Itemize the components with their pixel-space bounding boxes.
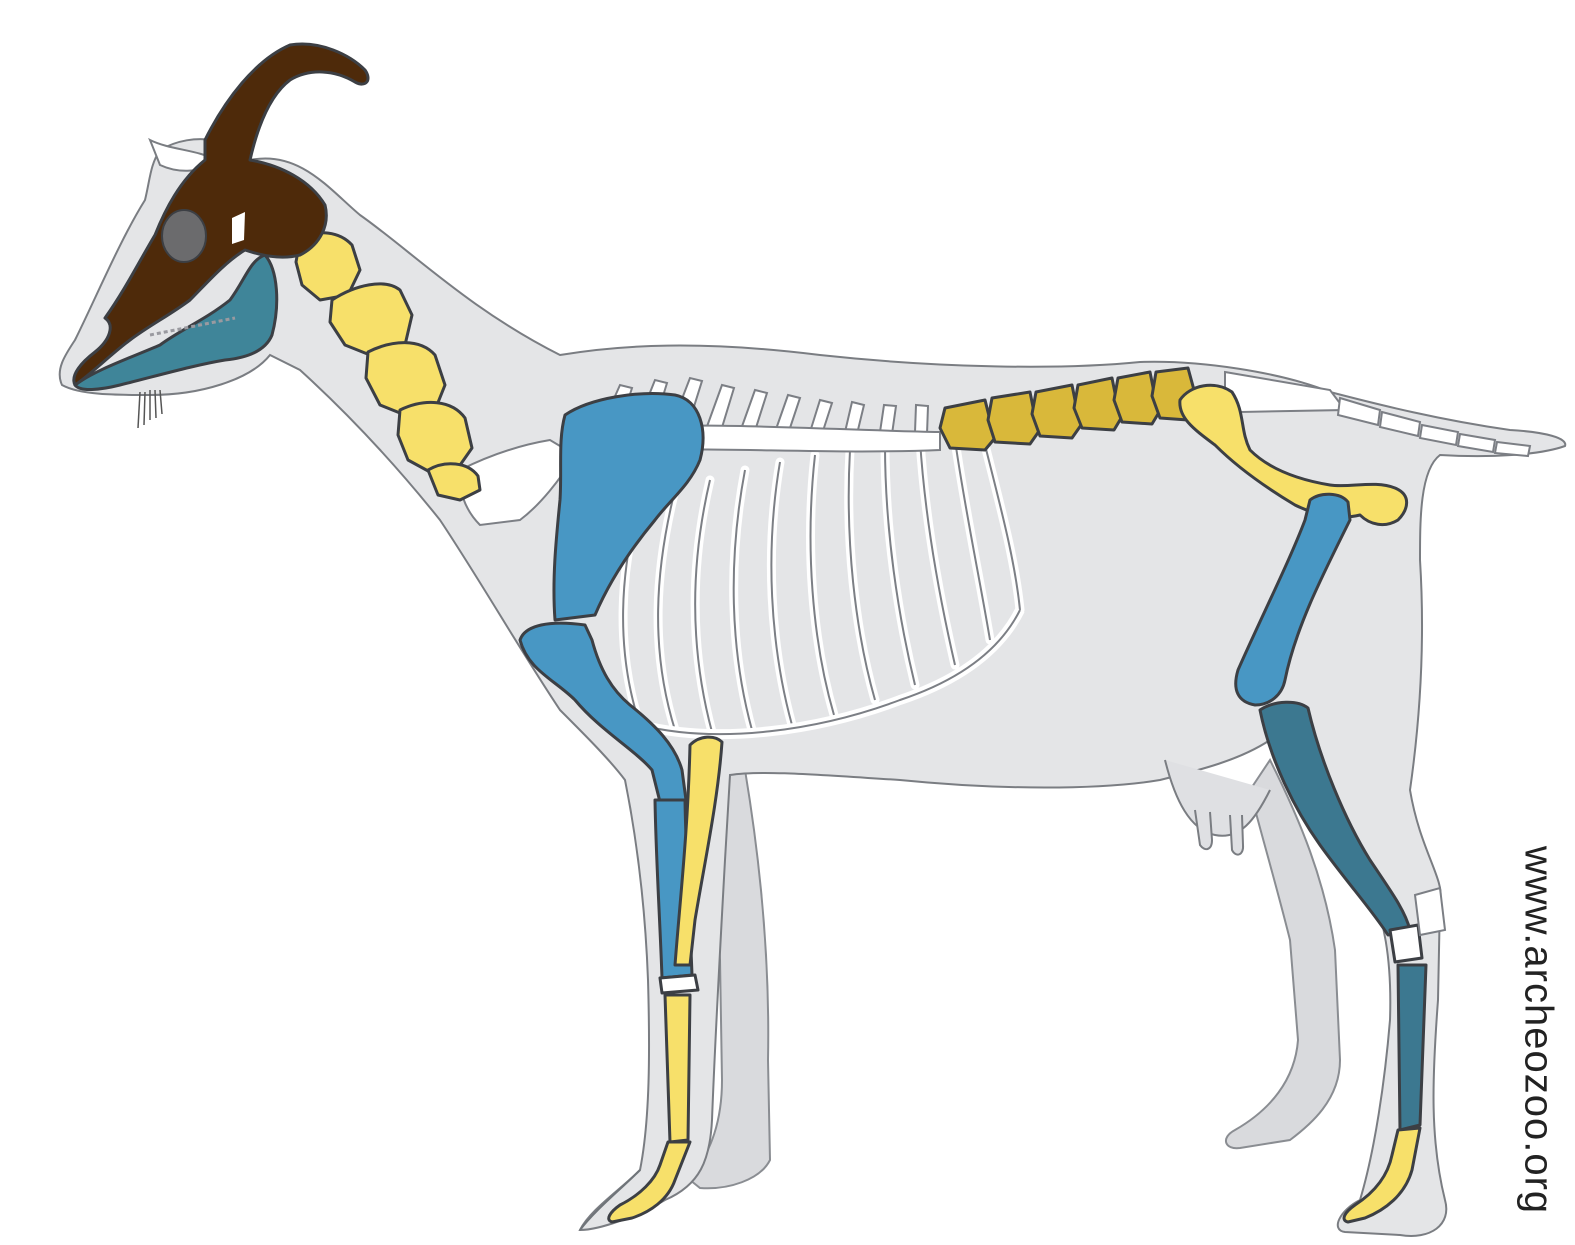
watermark: www.archeozoo.org xyxy=(1516,846,1561,1214)
udder xyxy=(1165,760,1270,836)
teat xyxy=(1230,815,1243,855)
eye-orbit xyxy=(162,210,206,262)
metacarpal xyxy=(665,995,690,1142)
carpals xyxy=(660,975,698,993)
metatarsal xyxy=(1398,965,1426,1130)
tarsals xyxy=(1390,925,1422,962)
teat xyxy=(1195,810,1212,849)
calcaneus xyxy=(1415,888,1445,935)
